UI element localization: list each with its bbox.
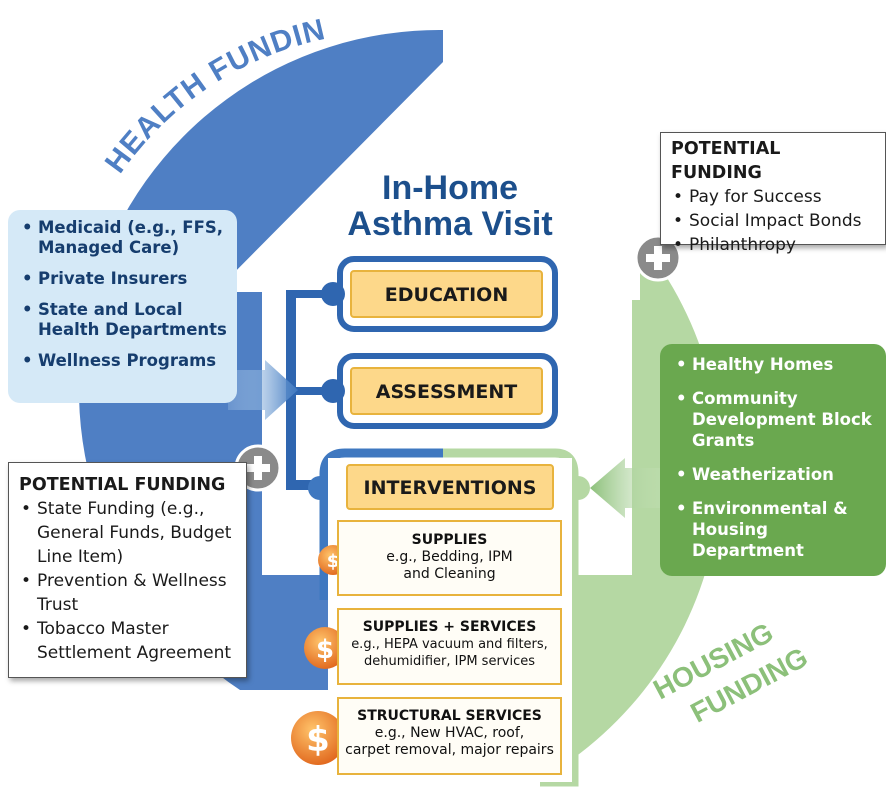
potential-funding-title: POTENTIAL FUNDING	[671, 139, 781, 183]
housing-source-item: Healthy Homes	[674, 354, 880, 375]
house-title: In-Home Asthma Visit	[320, 170, 580, 242]
house-title-line2: Asthma Visit	[347, 205, 553, 243]
intervention-line: e.g., HEPA vacuum and filters,	[351, 637, 548, 652]
potential-funding-title: POTENTIAL FUNDING	[19, 475, 226, 495]
potential-funding-item: State Funding (e.g., General Funds, Budg…	[19, 497, 238, 569]
health-source-item: State and Local Health Departments	[20, 300, 231, 340]
health-source-item: Medicaid (e.g., FFS, Managed Care)	[20, 218, 231, 258]
intervention-supplies: SUPPLIES e.g., Bedding, IPM and Cleaning	[337, 520, 562, 596]
housing-source-item: Environmental & Housing Department	[674, 498, 880, 561]
housing-sources-box: Healthy Homes Community Development Bloc…	[660, 344, 886, 576]
interventions-stage: INTERVENTIONS	[346, 464, 554, 510]
health-arrow	[228, 360, 298, 420]
intervention-line: e.g., Bedding, IPM	[386, 549, 513, 565]
intervention-line: dehumidifier, IPM services	[363, 654, 536, 669]
interventions-node-left	[308, 476, 332, 500]
potential-funding-item: Prevention & Wellness Trust	[19, 569, 238, 617]
plus-icon-right	[634, 234, 682, 282]
dollar-icon-large: $	[291, 711, 345, 765]
intervention-line: carpet removal, major repairs	[345, 742, 554, 758]
house-title-line1: In-Home	[382, 169, 518, 207]
potential-funding-right: POTENTIAL FUNDING Pay for Success Social…	[660, 132, 886, 257]
potential-funding-item: Philanthropy	[671, 233, 877, 257]
svg-text:$: $	[327, 551, 340, 572]
intervention-supplies-services: SUPPLIES + SERVICES e.g., HEPA vacuum an…	[337, 608, 562, 685]
intervention-line: and Cleaning	[403, 566, 496, 582]
housing-source-item: Community Development Block Grants	[674, 388, 880, 451]
intervention-heading: SUPPLIES	[411, 532, 488, 548]
assessment-stage: ASSESSMENT	[350, 367, 543, 415]
housing-arrow	[590, 458, 668, 518]
potential-funding-left: POTENTIAL FUNDING State Funding (e.g., G…	[8, 462, 247, 678]
potential-funding-item: Pay for Success	[671, 185, 877, 209]
potential-funding-item: Tobacco Master Settlement Agreement	[19, 617, 238, 665]
health-source-item: Wellness Programs	[20, 351, 231, 371]
svg-text:$: $	[316, 635, 334, 665]
health-source-item: Private Insurers	[20, 269, 231, 289]
dollar-icon-medium: $	[304, 627, 346, 669]
education-stage: EDUCATION	[350, 270, 543, 318]
intervention-heading: STRUCTURAL SERVICES	[357, 708, 542, 724]
housing-source-item: Weatherization	[674, 464, 880, 485]
health-sources-box: Medicaid (e.g., FFS, Managed Care) Priva…	[8, 210, 237, 403]
intervention-heading: SUPPLIES + SERVICES	[362, 619, 537, 635]
svg-text:$: $	[306, 720, 330, 760]
potential-funding-item: Social Impact Bonds	[671, 209, 877, 233]
intervention-structural-services: STRUCTURAL SERVICES e.g., New HVAC, roof…	[337, 697, 562, 775]
intervention-line: e.g., New HVAC, roof,	[374, 725, 525, 741]
